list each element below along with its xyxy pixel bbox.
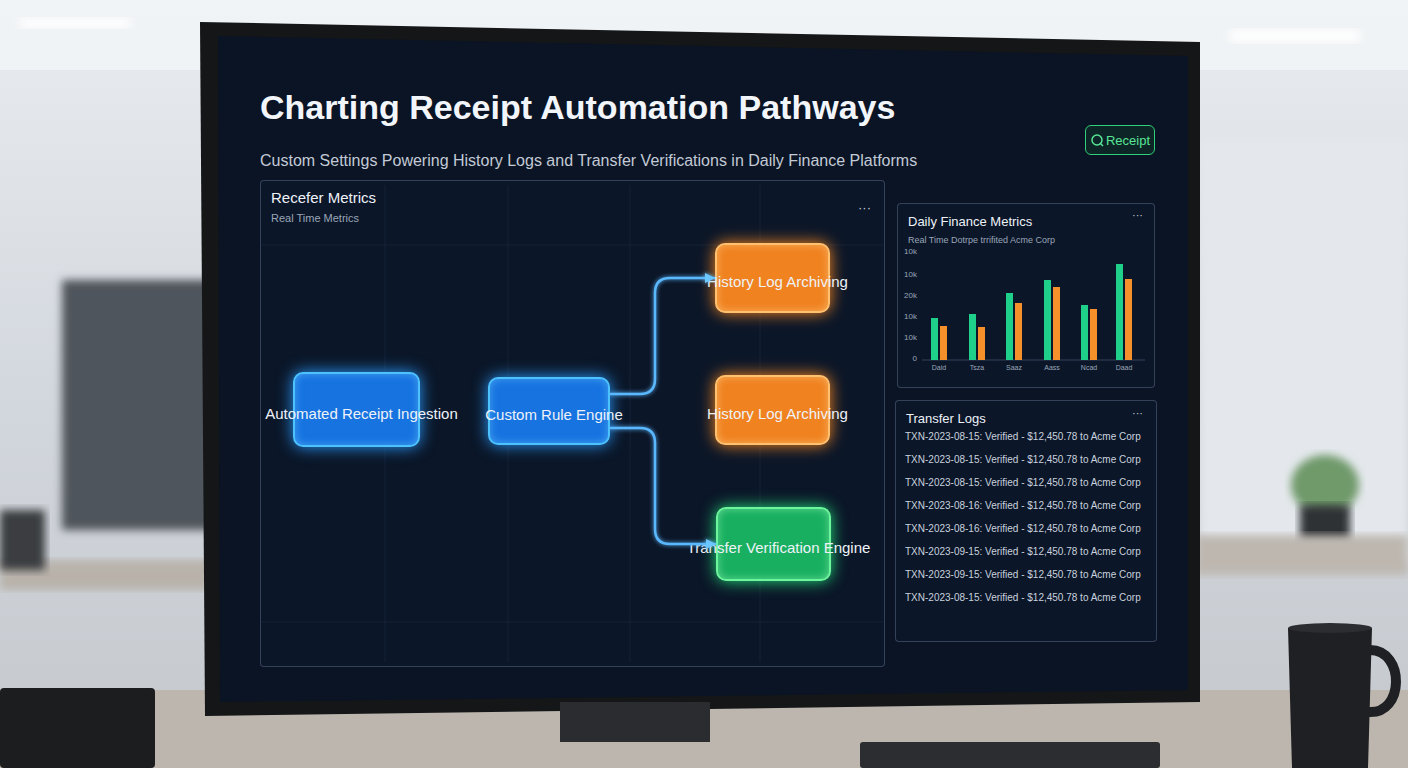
keyboard bbox=[860, 742, 1160, 768]
diagram-caption: Custom Settings Powering History Logs an… bbox=[260, 152, 917, 170]
diagram-title: Charting Receipt Automation Pathways bbox=[260, 88, 895, 127]
coffee-mug bbox=[1288, 628, 1372, 768]
axis-category: Daad bbox=[1116, 364, 1133, 371]
monitor-stand bbox=[560, 702, 710, 742]
background-desk bbox=[1195, 535, 1408, 575]
chart-bar bbox=[969, 314, 976, 360]
flow-connector bbox=[420, 408, 488, 411]
flow-connector bbox=[610, 410, 715, 413]
log-row: TXN-2023-09-15: Verified - $12,450.78 to… bbox=[905, 546, 1141, 557]
axis-category: Tsza bbox=[970, 364, 984, 371]
background-plant bbox=[1291, 455, 1359, 515]
node-heading: Transfer Verification Engine bbox=[687, 539, 871, 556]
process-box: History Log Archiving bbox=[715, 243, 830, 313]
process-box: Custom Rule Engine bbox=[488, 377, 610, 445]
node-heading: Receipt bbox=[1106, 133, 1150, 148]
log-row: TXN-2023-09-15: Verified - $12,450.78 to… bbox=[905, 569, 1141, 580]
node-heading: Recefer Metrics bbox=[271, 189, 884, 206]
log-row: TXN-2023-08-15: Verified - $12,450.78 to… bbox=[905, 477, 1141, 488]
chart-bar bbox=[1090, 309, 1097, 360]
chart-bar bbox=[1053, 287, 1060, 360]
background-plant-pot bbox=[0, 510, 45, 570]
chart-axis bbox=[922, 360, 1145, 361]
flow-connector bbox=[610, 428, 716, 544]
log-row: TXN-2023-08-15: Verified - $12,450.78 to… bbox=[905, 592, 1141, 603]
receipt-icon bbox=[1092, 135, 1102, 145]
background-plant-pot bbox=[1300, 505, 1350, 545]
chart-bar bbox=[978, 327, 985, 360]
chart-bar bbox=[1044, 280, 1051, 360]
node-heading: Automated Receipt Ingestion bbox=[265, 405, 458, 422]
chart-panel: Daily Finance MetricsReal Time Dotrpe tr… bbox=[897, 203, 1155, 388]
chart-bar bbox=[1006, 293, 1013, 360]
axis-tick: 10k bbox=[904, 247, 917, 256]
desk-box bbox=[0, 688, 155, 768]
node-heading: Custom Rule Engine bbox=[485, 406, 623, 423]
menu-dots: ··· bbox=[1132, 209, 1143, 221]
process-box: History Log Archiving bbox=[715, 375, 830, 445]
background-monitor bbox=[62, 280, 212, 530]
axis-category: Ncad bbox=[1081, 364, 1097, 371]
node-subtitle: Real Time Metrics bbox=[271, 212, 884, 224]
chart-bar bbox=[931, 318, 938, 360]
chart-bar bbox=[1081, 305, 1088, 360]
axis-tick: 10k bbox=[904, 270, 917, 279]
monitor-bezel bbox=[200, 22, 1200, 716]
axis-tick: 0 bbox=[913, 354, 917, 363]
menu-dots: ··· bbox=[1132, 407, 1143, 419]
chart-bar bbox=[1125, 279, 1132, 360]
desk bbox=[0, 690, 1408, 768]
axis-category: Aass bbox=[1044, 364, 1060, 371]
mug-handle bbox=[1368, 650, 1396, 712]
chart-bar bbox=[1116, 264, 1123, 360]
ceiling-light bbox=[1230, 30, 1360, 42]
node-subtitle: Real Time Dotrpe trrifited Acme Corp bbox=[908, 235, 1154, 245]
flow-connector bbox=[610, 278, 715, 394]
axis-category: Saaz bbox=[1006, 364, 1022, 371]
metrics-panel: Recefer MetricsReal Time MetricsAutomate… bbox=[260, 180, 885, 667]
process-box: Transfer Verification Engine bbox=[716, 507, 831, 581]
node-heading: History Log Archiving bbox=[707, 273, 848, 290]
node-heading: History Log Archiving bbox=[707, 405, 848, 422]
log-row: TXN-2023-08-15: Verified - $12,450.78 to… bbox=[905, 454, 1141, 465]
menu-dots: ··· bbox=[858, 200, 871, 215]
background-desk bbox=[0, 560, 210, 590]
chart-bar bbox=[940, 326, 947, 360]
log-row: TXN-2023-08-15: Verified - $12,450.78 to… bbox=[905, 431, 1141, 442]
axis-tick: 10k bbox=[904, 333, 917, 342]
process-box: Automated Receipt Ingestion bbox=[293, 372, 420, 447]
node-heading: Daily Finance Metrics bbox=[908, 214, 1154, 229]
receipt-icon bbox=[1100, 143, 1103, 146]
axis-category: Daid bbox=[932, 364, 946, 371]
window bbox=[1200, 140, 1408, 560]
monitor-screen bbox=[218, 36, 1188, 702]
axis-tick: 20k bbox=[904, 291, 917, 300]
chart-bar bbox=[1015, 303, 1022, 360]
ceiling-light bbox=[20, 18, 130, 28]
axis-tick: 10k bbox=[904, 312, 917, 321]
node-heading: Transfer Logs bbox=[906, 411, 1156, 426]
mug-rim bbox=[1288, 623, 1372, 633]
receipt-button: Receipt bbox=[1085, 125, 1155, 155]
log-row: TXN-2023-08-16: Verified - $12,450.78 to… bbox=[905, 500, 1141, 511]
ceiling bbox=[0, 0, 1408, 70]
log-row: TXN-2023-08-16: Verified - $12,450.78 to… bbox=[905, 523, 1141, 534]
